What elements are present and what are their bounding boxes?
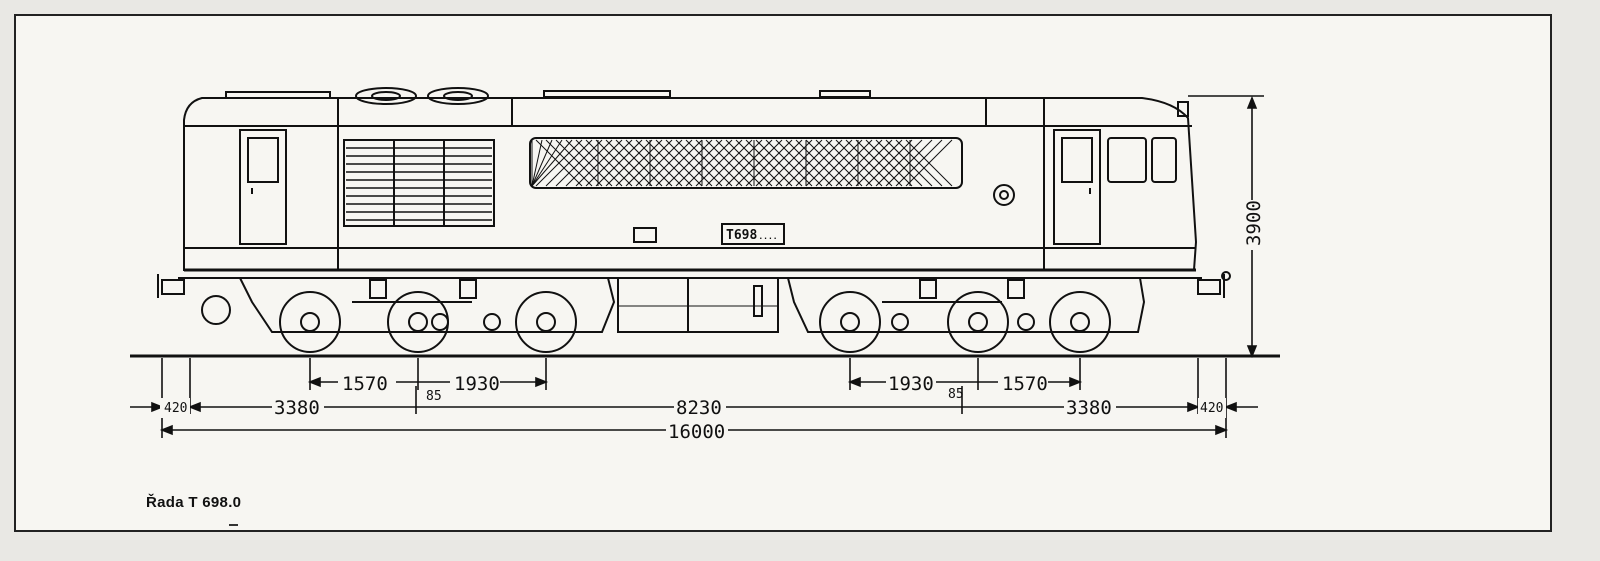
dim-pivot-distance: 8230 — [676, 397, 722, 419]
drawing-frame: T698.... 3900 1570 — [14, 14, 1552, 532]
wheel — [947, 291, 1009, 353]
cab-window — [1151, 137, 1177, 183]
cab-door-right — [1053, 129, 1101, 245]
bogie-right — [787, 277, 1146, 333]
dim-axle-left-2: 1930 — [454, 373, 500, 395]
buffer-right — [1197, 271, 1231, 298]
dim-axle-right-1: 1930 — [888, 373, 934, 395]
roof-fan-right — [427, 87, 489, 105]
dim-end-bogie-left: 3380 — [274, 397, 320, 419]
radiator-louvres — [343, 139, 495, 227]
dim-axle-left-1: 1570 — [342, 373, 388, 395]
dim-end-bogie-right: 3380 — [1066, 397, 1112, 419]
caption-dash — [229, 524, 238, 526]
number-plate-text: T698.... — [726, 228, 778, 243]
dim-height: 3900 — [1243, 200, 1265, 246]
dim-overall-length: 16000 — [668, 421, 725, 443]
locomotive-body — [183, 90, 1198, 272]
underframe — [178, 277, 1202, 333]
roof-fan-left — [355, 87, 417, 105]
dim-buffer-left: 420 — [164, 401, 187, 416]
cab-door-left — [239, 129, 287, 245]
dim-axle-right-2: 1570 — [1002, 373, 1048, 395]
wheel — [515, 291, 577, 353]
locomotive-drawing: T698.... 3900 1570 — [130, 87, 1280, 443]
wheel — [1049, 291, 1111, 353]
wheel — [819, 291, 881, 353]
dim-pivot-right: 85 — [948, 387, 964, 402]
ventilation-mesh — [529, 137, 963, 189]
emblem-icon — [993, 184, 1015, 206]
body-hatch — [633, 227, 657, 243]
dim-pivot-left: 85 — [426, 389, 442, 404]
number-plate — [721, 223, 785, 245]
dim-buffer-right: 420 — [1200, 401, 1223, 416]
wheel — [279, 291, 341, 353]
bogie-left — [239, 277, 616, 333]
cab-window — [1107, 137, 1147, 183]
buffer-left — [157, 274, 231, 325]
wheel — [387, 291, 449, 353]
drawing-caption: Řada T 698.0 — [146, 494, 242, 511]
